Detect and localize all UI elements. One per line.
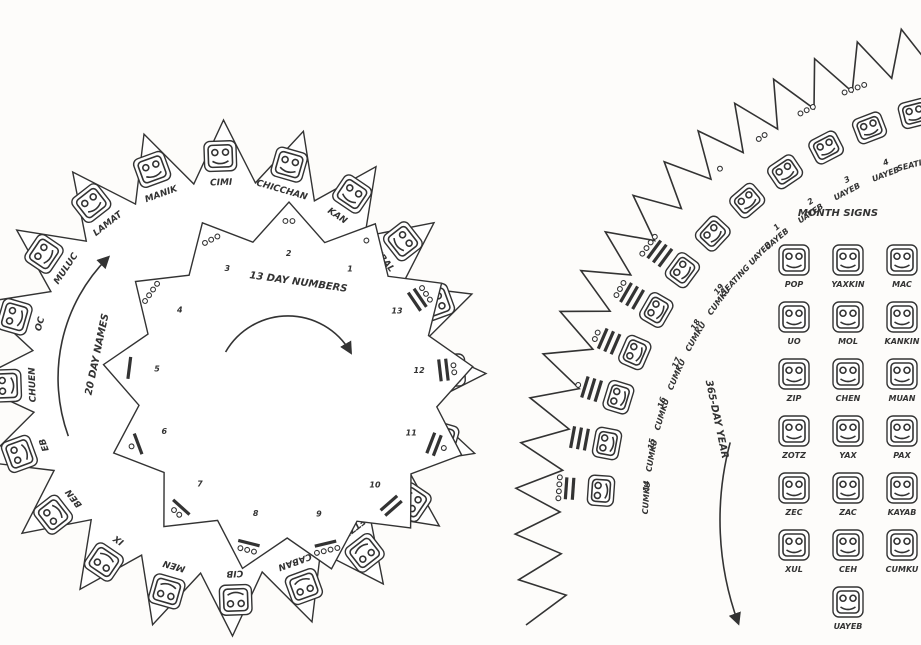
year-day-glyph — [693, 214, 732, 254]
month-sign-label: CHEN — [836, 394, 861, 403]
day-number-label: 9 — [316, 509, 322, 518]
month-glyph-zotz — [779, 416, 809, 446]
year-day-number: 4 — [881, 157, 891, 168]
day-glyph-chuen — [0, 369, 22, 402]
month-glyph-xul — [779, 530, 809, 560]
day-glyph-cib — [219, 584, 252, 615]
year-day-label: 15CUMKU — [644, 437, 659, 473]
year-day-glyph — [727, 181, 767, 220]
month-glyph-pop — [779, 245, 809, 275]
year-day-glyph — [851, 110, 888, 145]
year-day-month: SEATING POP — [896, 150, 921, 174]
year-day-numeral — [717, 165, 724, 172]
month-glyph-yax — [833, 416, 863, 446]
month-glyph-zip — [779, 359, 809, 389]
month-sign-label: XUL — [784, 565, 803, 574]
year-day-glyph — [587, 475, 615, 507]
month-sign-label: YAXKIN — [831, 280, 865, 289]
year-day-month: CUMKU — [641, 481, 652, 515]
day-number-label: 6 — [162, 427, 168, 436]
month-glyph-zec — [779, 473, 809, 503]
month-glyph-cumku — [887, 530, 917, 560]
month-glyph-chen — [833, 359, 863, 389]
day-number-label: 5 — [154, 364, 160, 373]
year-day-glyph — [591, 426, 622, 460]
month-glyph-muan — [887, 359, 917, 389]
day-number-label: 3 — [225, 264, 231, 273]
month-sign-label: MUAN — [889, 394, 916, 403]
month-sign-label: ZIP — [786, 394, 802, 403]
month-sign-label: ZAC — [838, 508, 857, 517]
year-day-numeral — [571, 426, 589, 450]
year-day-glyph — [617, 334, 653, 372]
day-number-label: 7 — [197, 479, 203, 488]
year-day-month: CUMKU — [666, 357, 688, 391]
month-sign-label: PAX — [893, 451, 911, 460]
month-sign-label: KANKIN — [885, 337, 920, 346]
year-day-glyph — [663, 250, 702, 290]
day-name-label: CIMI — [210, 178, 233, 189]
day-number-label: 1 — [347, 265, 353, 274]
year-day-number: 3 — [842, 174, 851, 185]
day-number-label: 11 — [406, 429, 417, 438]
year-day-numeral — [841, 82, 867, 96]
year-day-glyph — [765, 153, 804, 191]
month-sign-label: KAYAB — [888, 508, 917, 517]
year-day-numeral — [612, 278, 643, 309]
month-glyph-zac — [833, 473, 863, 503]
month-sign-label: MAC — [892, 280, 912, 289]
month-glyph-ceh — [833, 530, 863, 560]
year-day-numeral — [755, 132, 767, 143]
month-sign-label: ZOTZ — [781, 451, 806, 460]
month-signs-table: MONTH SIGNS POP YAXKIN MAC UO MOL KANKIN ZIP CHE… — [779, 208, 920, 631]
day-glyph-cimi — [204, 141, 237, 172]
year-day-numeral — [573, 374, 602, 402]
year-day-month: UAYEB — [871, 165, 901, 184]
month-glyph-uayeb — [833, 587, 863, 617]
year-day-month: CUMKU — [653, 397, 671, 431]
month-glyph-kayab — [887, 473, 917, 503]
year-day-glyph — [602, 379, 636, 415]
day-number-label: 2 — [286, 249, 292, 258]
month-sign-label: UAYEB — [834, 622, 863, 631]
month-glyph-kankin — [887, 302, 917, 332]
year-day-glyph — [897, 97, 921, 130]
year-day-numeral — [556, 475, 574, 502]
month-glyph-mol — [833, 302, 863, 332]
day-number-label: 4 — [176, 305, 183, 314]
year-day-label: 14CUMKU — [641, 480, 652, 515]
month-glyph-uo — [779, 302, 809, 332]
year-day-glyph — [638, 291, 676, 330]
day-name-label: CHUEN — [27, 367, 38, 403]
year-arrow — [720, 442, 738, 622]
month-sign-label: CUMKU — [886, 565, 919, 574]
year-day-numeral — [797, 104, 816, 117]
day-number-label: 12 — [414, 366, 426, 375]
month-sign-label: UO — [787, 337, 800, 346]
month-glyph-mac — [887, 245, 917, 275]
month-glyph-pax — [887, 416, 917, 446]
month-sign-label: YAX — [839, 451, 857, 460]
day-name-label: CIB — [226, 568, 243, 579]
year-day-label: 4UAYEB — [871, 157, 901, 184]
month-sign-label: ZEC — [784, 508, 802, 517]
month-glyph-yaxkin — [833, 245, 863, 275]
day-number-label: 13 — [391, 307, 403, 316]
month-sign-label: CEH — [839, 565, 857, 574]
year-day-label: SEATING POP — [896, 150, 921, 174]
year-day-glyph — [807, 129, 846, 166]
day-number-label: 8 — [253, 509, 259, 518]
month-sign-label: MOL — [838, 337, 858, 346]
month-signs-title: MONTH SIGNS — [798, 208, 878, 219]
year-title: 365-DAY YEAR — [703, 379, 730, 460]
month-sign-label: POP — [785, 280, 804, 289]
day-number-label: 10 — [369, 480, 381, 489]
